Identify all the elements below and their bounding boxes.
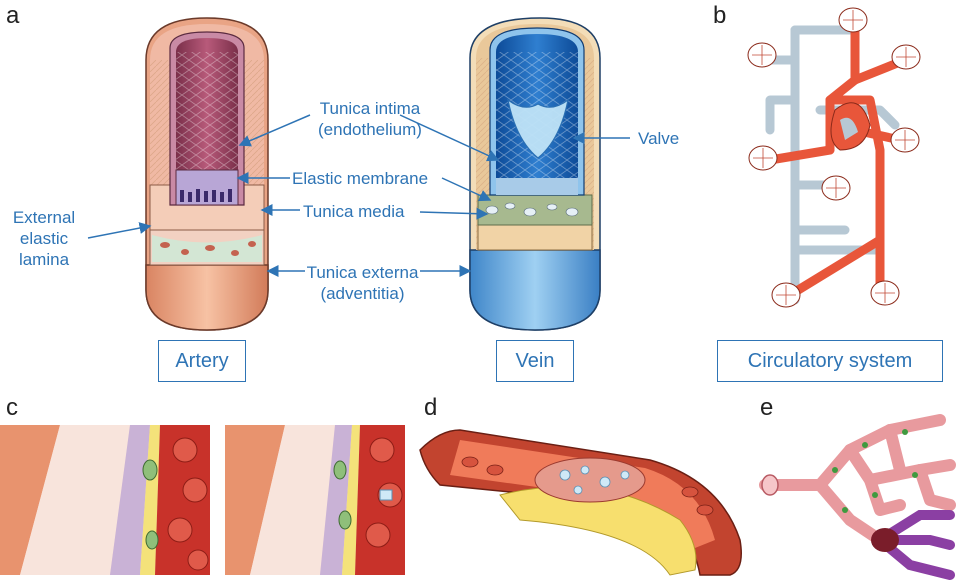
- circulatory-system-caption: Circulatory system: [717, 340, 943, 382]
- tunica-media-label: Tunica media: [303, 201, 404, 222]
- panel-label-b: b: [713, 2, 726, 30]
- tunica-intima-label: Tunica intima (endothelium): [300, 98, 440, 140]
- capillary-network-illustration: [762, 420, 950, 575]
- panel-label-a: a: [6, 2, 19, 30]
- external-elastic-lamina-label: External elastic lamina: [4, 207, 84, 270]
- artery-caption: Artery: [158, 340, 246, 382]
- panel-label-d: d: [424, 394, 437, 422]
- tunica-intima-line1: Tunica intima: [300, 98, 440, 119]
- panel-label-e: e: [760, 394, 773, 422]
- external-elastic-line2: elastic: [4, 228, 84, 249]
- vein-illustration: [470, 18, 600, 330]
- panel-label-c: c: [6, 394, 18, 422]
- valve-label: Valve: [638, 128, 679, 149]
- external-elastic-line1: External: [4, 207, 84, 228]
- vessel-wall-cross-section-right: [225, 425, 405, 575]
- elastic-membrane-label: Elastic membrane: [292, 168, 428, 189]
- vein-caption: Vein: [496, 340, 574, 382]
- tunica-intima-line2: (endothelium): [300, 119, 440, 140]
- tunica-externa-label: Tunica externa (adventitia): [300, 262, 425, 304]
- circulatory-system-illustration: [748, 8, 920, 307]
- artery-illustration: [146, 18, 268, 330]
- external-elastic-line3: lamina: [4, 249, 84, 270]
- tunica-externa-line2: (adventitia): [300, 283, 425, 304]
- atherosclerotic-vessel-illustration: [420, 430, 741, 575]
- tunica-externa-line1: Tunica externa: [300, 262, 425, 283]
- vessel-wall-cross-section-left: [0, 425, 210, 575]
